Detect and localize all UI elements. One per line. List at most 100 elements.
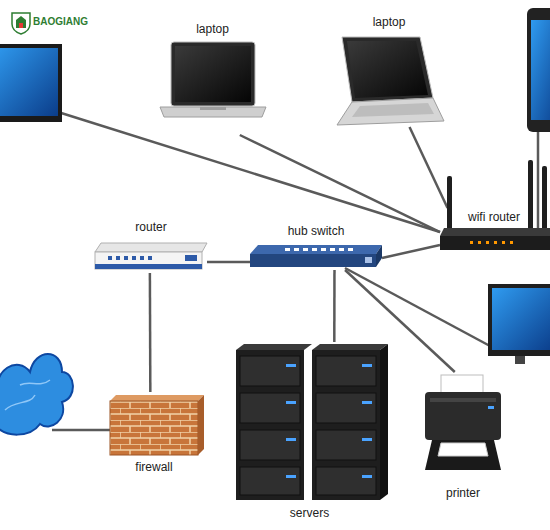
switch-symbol-part <box>376 245 382 267</box>
server-symbol-part <box>312 350 380 500</box>
firewall-symbol <box>110 395 204 455</box>
cloud-symbol-part <box>0 354 73 435</box>
printer-symbol-part <box>425 440 501 470</box>
logo-icon-part <box>16 16 26 28</box>
device-drawings <box>0 8 550 500</box>
device-node: laptop <box>335 12 443 127</box>
laptop-symbol <box>337 37 444 125</box>
monitor-symbol-part <box>515 356 525 364</box>
laptop-symbol-part <box>352 103 434 117</box>
network-cable <box>240 135 440 232</box>
router-symbol <box>95 243 207 269</box>
switch-symbol-part <box>294 248 299 251</box>
switch-symbol-part <box>250 254 376 267</box>
wifi-router-symbol-part <box>502 241 505 244</box>
cloud-symbol-part <box>5 380 50 410</box>
printer-symbol-part <box>488 406 494 409</box>
switch-symbol-part <box>250 245 382 254</box>
wifi-router-symbol-part <box>470 241 473 244</box>
server-symbol-part <box>362 438 372 441</box>
wifi-router-symbol-part <box>542 166 547 232</box>
logo-icon <box>12 13 30 34</box>
printer-symbol-part <box>438 443 488 456</box>
router-symbol-part <box>140 256 144 260</box>
laptop-symbol-part <box>337 98 444 125</box>
network-cable <box>333 270 336 342</box>
laptop-symbol-part <box>342 37 433 102</box>
switch-symbol-part <box>303 248 308 251</box>
wifi-router-symbol-part <box>494 241 497 244</box>
server-symbol-part <box>286 401 296 404</box>
monitor-symbol <box>488 284 550 364</box>
firewall-symbol-part <box>198 395 204 455</box>
phone-cable <box>537 132 540 230</box>
server-symbol-part <box>286 475 296 478</box>
device-label: wifi router <box>440 210 548 224</box>
server-symbol-part <box>362 364 372 367</box>
server-symbol <box>236 344 388 500</box>
cable-line <box>52 112 538 430</box>
router-symbol-part <box>95 264 202 269</box>
server-symbol-part <box>240 430 300 460</box>
switch-symbol-part <box>365 257 372 263</box>
laptop-symbol <box>160 42 266 117</box>
device-node: wifi router <box>440 208 548 252</box>
firewall-symbol-part <box>110 395 204 401</box>
laptop-symbol-part <box>200 107 226 110</box>
server-symbol-part <box>316 356 376 386</box>
server-symbol-part <box>236 344 312 350</box>
printer-symbol <box>425 375 501 470</box>
device-node: servers <box>232 342 387 524</box>
server-symbol-part <box>362 475 372 478</box>
device-node: hub switch <box>250 220 382 270</box>
logo-icon-part <box>19 23 23 28</box>
server-symbol-part <box>240 467 300 495</box>
server-symbol-part <box>286 438 296 441</box>
network-cable <box>382 245 440 258</box>
laptop-symbol-part <box>175 46 251 102</box>
monitor-symbol-part <box>492 288 550 350</box>
network-cable <box>149 273 152 392</box>
switch-symbol-part <box>339 248 344 251</box>
monitor-cable <box>345 268 490 346</box>
tv-symbol <box>0 44 62 122</box>
laptop-symbol-part <box>171 42 255 106</box>
wifi-router-symbol <box>440 160 550 250</box>
server-symbol-part <box>240 393 300 423</box>
cloud-symbol <box>0 354 73 435</box>
switch-symbol-part <box>285 248 290 251</box>
wifi-router-symbol-part <box>486 241 489 244</box>
server-symbol-part <box>316 393 376 423</box>
router-symbol-part <box>132 256 136 260</box>
internet-cable <box>52 429 110 432</box>
device-node: router <box>95 215 207 273</box>
server-symbol-part <box>236 350 304 500</box>
router-symbol-part <box>108 256 112 260</box>
server-symbol-part <box>286 364 296 367</box>
switch-symbol-part <box>321 248 326 251</box>
device-node: firewall <box>108 392 200 476</box>
wifi-router-symbol-part <box>447 176 452 232</box>
phone-symbol-part <box>531 20 550 120</box>
device-label: servers <box>232 506 387 520</box>
laptop-symbol-part <box>347 41 428 98</box>
printer-symbol-part <box>425 392 501 440</box>
device-node: laptop <box>160 20 265 135</box>
logo-icon-part <box>12 13 30 34</box>
server-symbol-part <box>240 356 300 386</box>
device-label: hub switch <box>250 224 382 238</box>
wifi-router-symbol-part <box>528 160 533 232</box>
printer-symbol-part <box>430 398 496 402</box>
monitor-symbol-part <box>488 284 550 356</box>
server-symbol-part <box>312 344 388 350</box>
router-symbol-part <box>116 256 120 260</box>
wifi-router-symbol-part <box>440 236 550 250</box>
switch-symbol-part <box>330 248 335 251</box>
firewall-symbol-part <box>110 401 198 455</box>
phone-symbol <box>527 8 550 132</box>
router-symbol-part <box>95 243 207 252</box>
switch-symbol <box>250 245 382 267</box>
network-cable <box>207 261 250 264</box>
tv-cable <box>58 112 440 232</box>
